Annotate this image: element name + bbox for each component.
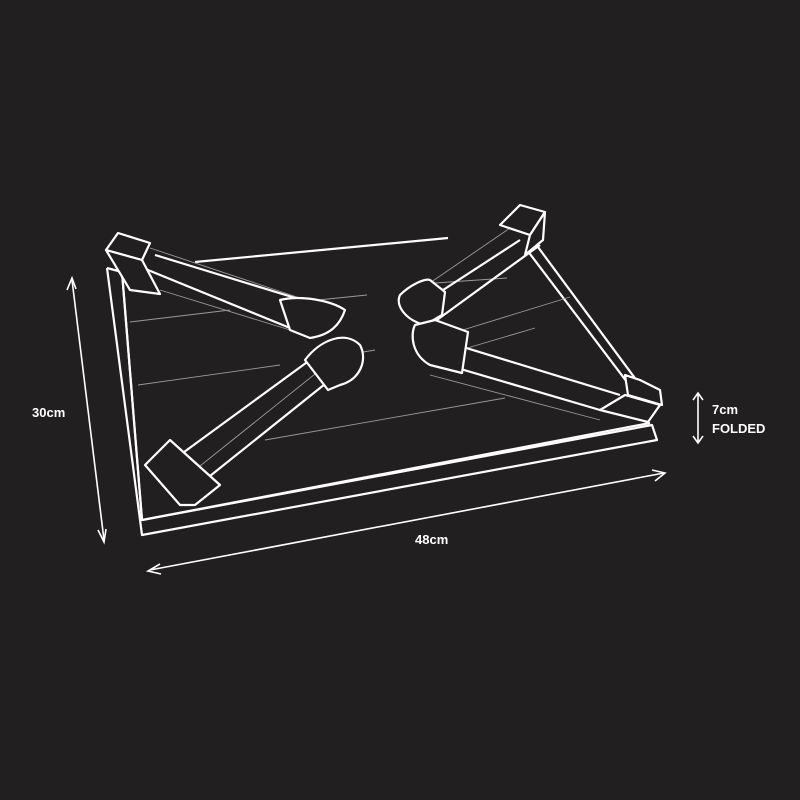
leg-bottom-left: [143, 336, 365, 507]
height-arrow: [66, 275, 107, 545]
folded-height-label: 7cm: [712, 402, 739, 417]
leg-top-right: [397, 203, 547, 327]
width-label: 48cm: [415, 532, 449, 547]
folded-caption: FOLDED: [712, 421, 766, 436]
height-label: 30cm: [32, 405, 66, 420]
leg-bottom-right: [411, 318, 664, 424]
folded-height-arrow: [692, 391, 704, 445]
width-arrow: [145, 469, 667, 575]
leg-top-left: [104, 231, 347, 340]
